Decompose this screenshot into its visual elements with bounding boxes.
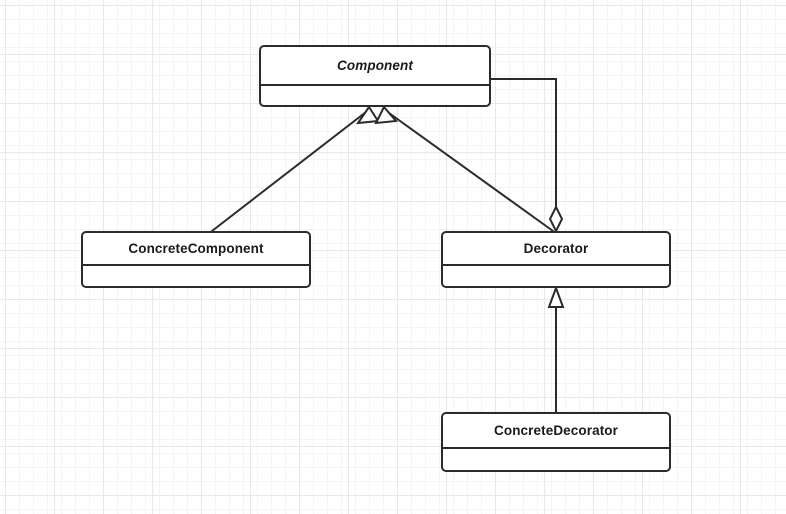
aggregation-component-decorator xyxy=(491,78,564,234)
class-box-concrete-decorator[interactable]: ConcreteDecorator xyxy=(441,412,671,472)
hollow-triangle-arrowhead-icon xyxy=(547,285,565,308)
class-name-component: Component xyxy=(261,47,489,86)
class-name-decorator: Decorator xyxy=(443,233,669,266)
hollow-triangle-arrowhead-icon xyxy=(374,105,399,125)
generalization-concrete-decorator xyxy=(547,285,565,413)
class-members-concrete-decorator xyxy=(443,449,669,470)
generalization-decorator xyxy=(374,105,554,232)
class-box-decorator[interactable]: Decorator xyxy=(441,231,671,288)
class-members-concrete-component xyxy=(83,266,309,286)
hollow-triangle-arrowhead-icon xyxy=(355,105,380,125)
generalization-line xyxy=(388,112,554,232)
class-box-concrete-component[interactable]: ConcreteComponent xyxy=(81,231,311,288)
aggregation-line xyxy=(491,78,557,208)
class-members-decorator xyxy=(443,266,669,286)
generalization-concrete-component xyxy=(211,105,380,232)
class-box-component[interactable]: Component xyxy=(259,45,491,107)
class-name-concrete-component: ConcreteComponent xyxy=(83,233,309,266)
generalization-line xyxy=(211,111,367,232)
class-name-concrete-decorator: ConcreteDecorator xyxy=(443,414,669,449)
hollow-diamond-arrowhead-icon xyxy=(548,204,564,234)
class-members-component xyxy=(261,86,489,105)
